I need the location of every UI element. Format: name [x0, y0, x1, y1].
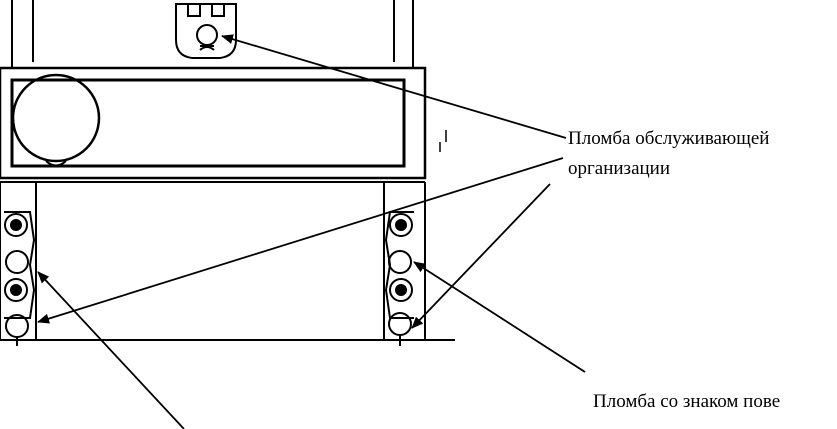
upper-housing: [11, 0, 414, 68]
right-seal-column: [384, 211, 414, 346]
service-seal-label: Пломба обслуживающей организации: [568, 124, 769, 184]
left-seal-column: [4, 211, 36, 346]
top-seal-cap: [175, 3, 237, 59]
service-seal-line2: организации: [568, 158, 671, 179]
leader-verification-left: [37, 271, 185, 429]
terminal-cover: [0, 181, 455, 341]
leader-service-right: [411, 183, 551, 329]
verification-seal-label: Пломба со знаком пове: [593, 391, 781, 412]
leader-service-left: [37, 157, 564, 324]
leader-service-top: [221, 34, 567, 139]
counter-band: [0, 66, 447, 180]
service-seal-line1: Пломба обслуживающей: [568, 128, 770, 149]
leader-verification-right: [413, 261, 586, 373]
